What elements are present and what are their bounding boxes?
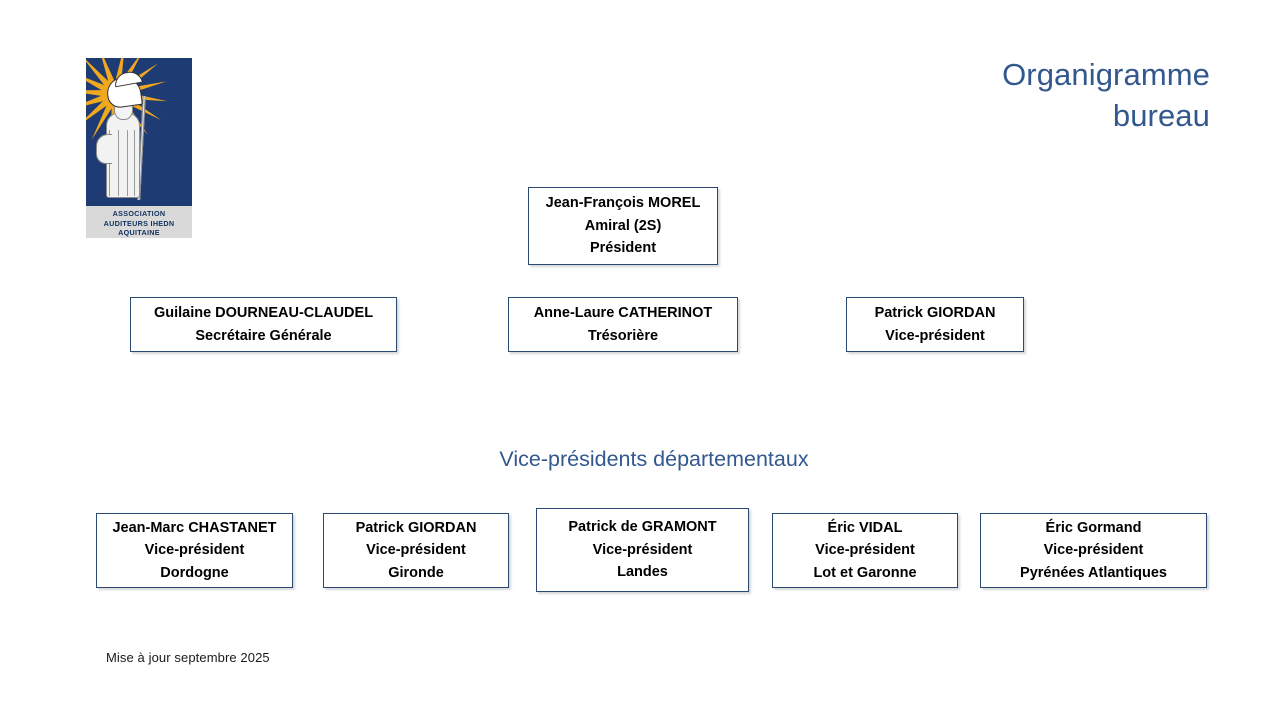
logo-caption-line-2: AUDITEURS IHEDN <box>103 218 175 228</box>
dept-landes-name: Patrick de GRAMONT <box>568 519 717 536</box>
section-heading-departements: Vice-présidents départementaux <box>499 447 809 471</box>
secretaire-role: Secrétaire Générale <box>195 327 332 344</box>
dept-lotgaronne-name: Éric VIDAL <box>827 519 903 536</box>
vice-president-role: Vice-président <box>885 327 985 344</box>
page-title: Organigramme bureau <box>790 54 1210 136</box>
figure-arm <box>96 134 112 164</box>
president-role: Président <box>589 240 657 257</box>
dept-landes-role: Vice-président <box>592 541 693 558</box>
dept-gironde-role: Vice-président <box>366 542 466 559</box>
dept-dordogne-area: Dordogne <box>160 564 229 581</box>
dept-lotgaronne-role: Vice-président <box>815 542 915 559</box>
org-box-dept-landes: Patrick de GRAMONT Vice-président Landes <box>536 508 749 592</box>
org-box-dept-gironde: Patrick GIORDAN Vice-président Gironde <box>323 513 509 588</box>
dept-lotgaronne-area: Lot et Garonne <box>813 564 917 581</box>
org-box-vice-president: Patrick GIORDAN Vice-président <box>846 297 1024 352</box>
org-box-secretaire-generale: Guilaine DOURNEAU-CLAUDEL Secrétaire Gén… <box>130 297 397 352</box>
org-box-president: Jean-François MOREL Amiral (2S) Présiden… <box>528 187 718 265</box>
president-rank: Amiral (2S) <box>584 217 662 234</box>
secretaire-name: Guilaine DOURNEAU-CLAUDEL <box>153 305 374 322</box>
org-box-tresoriere: Anne-Laure CATHERINOT Trésorière <box>508 297 738 352</box>
logo-caption-line-3: AQUITAINE <box>118 228 160 238</box>
dept-landes-area: Landes <box>617 564 668 581</box>
dept-pyrenees-role: Vice-président <box>1043 542 1144 559</box>
page-title-line-2: bureau <box>1112 98 1210 134</box>
logo-caption-line-1: ASSOCIATION <box>112 209 166 218</box>
figure-drapery <box>109 130 135 196</box>
dept-gironde-name: Patrick GIORDAN <box>355 519 477 536</box>
dept-dordogne-name: Jean-Marc CHASTANET <box>112 519 277 536</box>
org-box-dept-dordogne: Jean-Marc CHASTANET Vice-président Dordo… <box>96 513 293 588</box>
org-box-dept-lot-et-garonne: Éric VIDAL Vice-président Lot et Garonne <box>772 513 958 588</box>
org-box-dept-pyrenees-atlantiques: Éric Gormand Vice-président Pyrénées Atl… <box>980 513 1207 588</box>
tresoriere-name: Anne-Laure CATHERINOT <box>533 305 713 322</box>
update-note: Mise à jour septembre 2025 <box>106 650 270 665</box>
vice-president-name: Patrick GIORDAN <box>874 305 996 322</box>
president-name: Jean-François MOREL <box>545 195 701 212</box>
ihedn-aquitaine-logo: ASSOCIATION AUDITEURS IHEDN AQUITAINE <box>86 58 192 238</box>
logo-caption: ASSOCIATION AUDITEURS IHEDN AQUITAINE <box>86 206 192 238</box>
athena-figure-icon <box>94 69 156 201</box>
dept-dordogne-role: Vice-président <box>144 542 245 559</box>
tresoriere-role: Trésorière <box>587 327 659 344</box>
dept-gironde-area: Gironde <box>388 564 444 581</box>
dept-pyrenees-area: Pyrénées Atlantiques <box>1020 564 1167 581</box>
page-title-line-1: Organigramme <box>1002 57 1210 92</box>
logo-plate <box>86 58 192 206</box>
dept-pyrenees-name: Éric Gormand <box>1045 519 1142 536</box>
